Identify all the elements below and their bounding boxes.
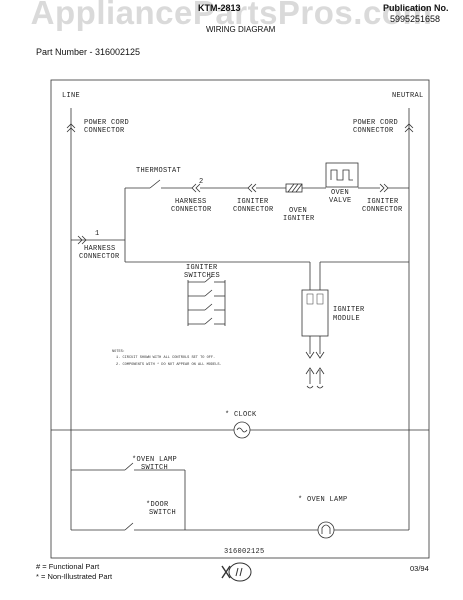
note-2: 2. COMPONENTS WITH * DO NOT APPEAR ON AL… [116,363,222,367]
igniter-switch-contacts [188,275,225,325]
igniter-switches-line2: SWITCHES [184,272,221,280]
igniter-module-line2: MODULE [333,315,361,323]
line-label: LINE [62,92,81,100]
spark-electrode-right [316,385,324,389]
power-cord-left-line2: CONNECTOR [84,127,125,135]
oven-lamp-switch-contact [124,462,134,471]
notes-heading: NOTES: [112,350,125,354]
spark-electrode-left [306,385,314,389]
diagram-frame [50,79,430,559]
oven-lamp-switch-line2: SWITCH [141,464,169,472]
part-number: Part Number - 316002125 [36,47,141,57]
publication-label: Publication No. [383,3,449,13]
oven-igniter-line1: OVEN [289,207,308,215]
igniter-connector-left-line1: IGNITER [237,198,269,206]
thermostat-contact [149,179,161,189]
oven-valve-line1: OVEN [331,189,350,197]
igniter-connector-left-chevron [247,183,253,193]
power-cord-left-chevron [66,123,76,129]
oven-igniter-line2: IGNITER [283,215,315,223]
power-cord-right-line1: POWER CORD [353,119,399,127]
oven-lamp-switch-line1: *OVEN LAMP [132,456,178,464]
harness-connector-left-line1: HARNESS [84,245,116,253]
thermostat-pin-label: 2 [199,178,204,186]
harness-connector-top-chevron [191,183,197,193]
thermostat-label: THERMOSTAT [136,167,182,175]
harness-pin-label: 1 [95,230,100,238]
oven-lamp-label: * OVEN LAMP [298,496,348,504]
clock-label: * CLOCK [225,411,257,419]
oven-lamp-symbol [317,521,335,539]
door-switch-line2: SWITCH [149,509,177,517]
legend-functional: # = Functional Part [36,562,100,571]
watermark: AppliancePartsPros.com [30,0,433,31]
igniter-connector-right-chevron [379,183,385,193]
oven-valve-line2: VALVE [329,197,352,205]
igniter-module-line1: IGNITER [333,306,365,314]
door-switch-contact [124,522,134,531]
harness-connector-top-line1: HARNESS [175,198,207,206]
legend-non-illustrated: * = Non-Illustrated Part [36,572,113,581]
neutral-label: NEUTRAL [392,92,424,100]
publication-number: 5995251658 [390,14,441,24]
igniter-connector-left-line2: CONNECTOR [233,206,274,214]
igniter-module-box [301,289,329,337]
door-switch-line1: *DOOR [146,501,169,509]
oven-valve-coil [330,169,353,181]
date-code: 03/94 [410,564,429,573]
spark-arrow-right [315,351,325,359]
model-number: KTM-2813 [198,3,241,13]
bottom-part-number: 316002125 [224,548,265,556]
igniter-connector-right-line2: CONNECTOR [362,206,403,214]
harness-connector-left-line2: CONNECTOR [79,253,120,261]
igniter-connector-right-line1: IGNITER [367,198,399,206]
spark-arrow-left [305,351,315,359]
oven-valve-box [325,162,359,188]
power-cord-right-line2: CONNECTOR [353,127,394,135]
power-cord-left-line1: POWER CORD [84,119,130,127]
brand-logo-icon [221,562,252,582]
igniter-switches-line1: IGNITER [186,264,218,272]
diagram-subtitle: WIRING DIAGRAM [206,25,276,34]
note-1: 1. CIRCUIT SHOWN WITH ALL CONTROLS SET T… [116,356,216,360]
power-cord-right-chevron [404,123,414,129]
harness-connector-top-line2: CONNECTOR [171,206,212,214]
harness-connector-left-chevron [77,235,83,245]
